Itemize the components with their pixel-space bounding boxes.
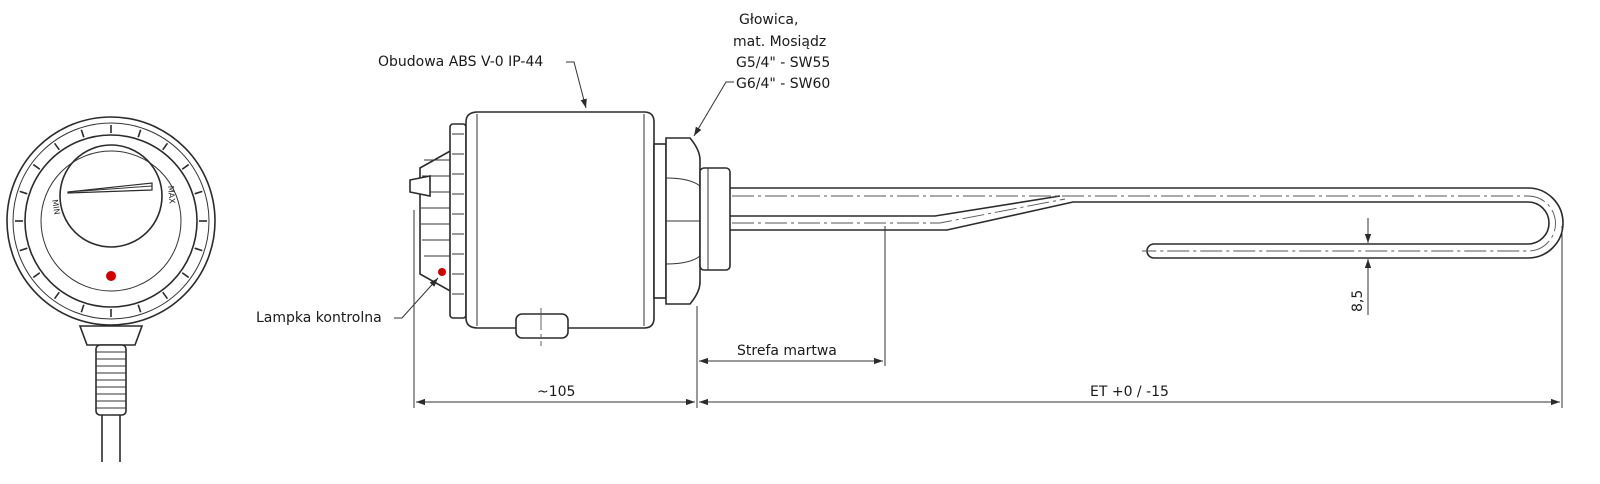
- dim-head-value: ~105: [537, 384, 575, 400]
- rim-tick: [137, 129, 142, 138]
- rim-tick: [53, 291, 60, 300]
- rim-tick: [162, 142, 169, 151]
- rim-tick: [32, 163, 41, 170]
- rim-tick: [181, 163, 190, 170]
- front-rim-ticks: [15, 125, 207, 317]
- cable-sleeve-ribs: [96, 351, 126, 409]
- rim-tick: [137, 304, 142, 313]
- label-head-1: Głowica,: [739, 12, 798, 28]
- knob-pointer-line: [67, 185, 153, 193]
- dim-et-value: ET +0 / -15: [1090, 384, 1169, 400]
- side-indicator-lamp: [438, 268, 446, 276]
- dim-dead-zone-label: Strefa martwa: [737, 343, 837, 359]
- front-outer-ring: [6, 116, 216, 326]
- knob-min-label: MIN: [50, 199, 62, 216]
- front-ring-3: [24, 134, 198, 308]
- rim-tick: [194, 190, 203, 195]
- front-ring-2: [12, 122, 210, 320]
- dimensions: ~105 ET +0 / -15 Strefa martwa 8,5: [413, 210, 1563, 408]
- dim-gap-value: 8,5: [1350, 290, 1366, 312]
- label-head-3: G5/4" - SW55: [736, 55, 830, 71]
- knob-ribs: [421, 159, 450, 257]
- label-housing: Obudowa ABS V-0 IP-44: [378, 54, 543, 70]
- leader-head: [693, 81, 734, 137]
- knob-profile: [419, 148, 453, 294]
- leader-lamp: [394, 277, 439, 319]
- rim-tick: [194, 247, 203, 252]
- head-hex-bottom-curve: [665, 255, 701, 265]
- front-ring-4: [40, 150, 182, 292]
- knob-handle: [409, 175, 431, 197]
- heater-tube-centerline-2: [732, 198, 1066, 224]
- rim-tick: [32, 272, 41, 279]
- rim-tick: [53, 142, 60, 151]
- head-hex-top-curve: [665, 177, 701, 187]
- front-indicator-lamp: [106, 271, 116, 281]
- rim-tick: [80, 304, 85, 313]
- front-view: MIN MAX: [6, 116, 216, 462]
- head-collar: [653, 143, 667, 299]
- rim-tick: [181, 272, 190, 279]
- housing-flange-left: [449, 123, 467, 319]
- head-thread: [699, 167, 731, 271]
- leader-housing: [566, 61, 587, 109]
- label-lamp: Lampka kontrolna: [256, 310, 382, 326]
- housing-body: [465, 111, 655, 329]
- heater-tube-lower-edge: [730, 195, 1061, 217]
- side-view: [409, 111, 1564, 346]
- label-head-2: mat. Mosiądz: [733, 34, 826, 50]
- rim-tick: [19, 190, 28, 195]
- housing-cable-exit: [515, 313, 569, 339]
- housing-flange-ticks: [452, 133, 464, 295]
- heater-tube-outer: [730, 187, 1564, 259]
- rim-tick: [162, 291, 169, 300]
- knob-dial[interactable]: [59, 144, 163, 248]
- rim-tick: [19, 247, 28, 252]
- cable-gland: [78, 325, 144, 346]
- label-head-4: G6/4" - SW60: [736, 76, 830, 92]
- annotations: Obudowa ABS V-0 IP-44 Głowica, mat. Mosi…: [256, 12, 830, 326]
- heater-tube-centerline: [732, 195, 1556, 252]
- knob-max-label: MAX: [166, 185, 177, 204]
- rim-tick: [80, 129, 85, 138]
